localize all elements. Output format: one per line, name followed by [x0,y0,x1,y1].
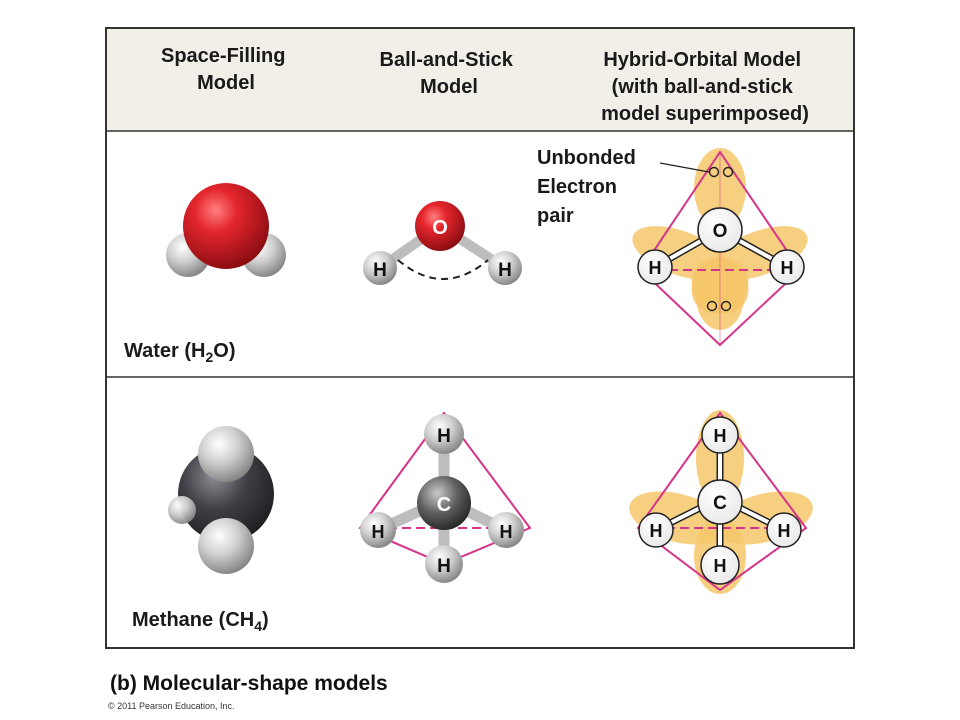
methane-bs-h-top-label: H [437,426,451,447]
methane-ho-carbon-label: C [713,493,727,514]
header-space-filling: Space-Filling Model [161,45,291,94]
methane-bs-carbon-label: C [437,494,451,516]
water-bs-hydrogen-left-label: H [373,260,387,281]
water-hydrogen-right [488,251,522,285]
unbonded-electron-pair-label: Unbonded Electron pair [537,147,641,227]
water-ho-oxygen-label: O [713,221,728,242]
copyright-notice: © 2011 Pearson Education, Inc. [108,701,235,711]
methane-hydrogen-top [424,414,464,454]
lone-pair-electron [722,166,734,178]
figure-caption: (b) Molecular-shape models [110,672,388,695]
methane-bs-h-right-label: H [500,522,513,542]
methane-hydrogen-bottom [425,545,463,583]
lone-pair-electron [708,166,720,178]
methane-hydrogen-left [360,512,396,548]
unbonded-pair-leader-line [659,162,710,173]
methane-bs-h-bottom-label: H [437,556,451,577]
methane-carbon [417,476,471,530]
methane-ho-h-top-label: H [714,426,727,446]
methane-bs-h-left-label: H [372,522,385,542]
header-band [107,29,853,131]
header-hybrid-orbital: Hybrid-Orbital Model (with ball-and-stic… [601,49,809,125]
methane-hybrid-orbital-model [629,410,813,594]
methane-ball-and-stick-model [358,411,532,583]
water-ball-and-stick-model [363,201,522,285]
methane-ho-h-bottom-label: H [714,556,727,576]
header-ball-and-stick: Ball-and-Stick Model [380,49,519,98]
water-hybrid-orbital-model [632,148,808,347]
water-bs-hydrogen-right-label: H [498,260,512,281]
lone-pair-electron [720,300,732,312]
methane-name-label: Methane (CH4) [132,609,269,634]
water-name-label: Water (H2O) [124,340,236,365]
methane-space-filling-model [168,426,274,574]
water-hydrogen-left [363,251,397,285]
water-ho-hydrogen-left-label: H [649,258,662,278]
methane-hydrogen-right [488,512,524,548]
lone-pair-electron [706,300,718,312]
water-ho-hydrogen-right-label: H [781,258,794,278]
water-oxygen [415,201,465,251]
water-space-filling-model [166,183,286,277]
water-bs-oxygen-label: O [432,217,448,239]
methane-ho-h-left-label: H [650,521,663,541]
methane-ho-h-right-label: H [778,521,791,541]
